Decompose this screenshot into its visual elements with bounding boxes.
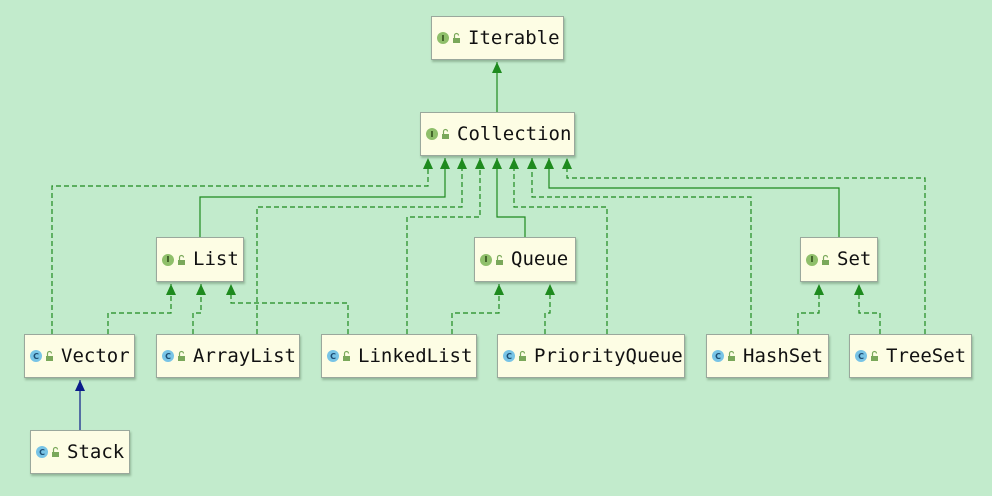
lock-open-icon xyxy=(178,350,185,361)
interface-badge-icon: I xyxy=(437,32,449,44)
arrowhead-icon xyxy=(814,284,824,295)
edge-vector-to-collection xyxy=(51,158,429,334)
lock-open-icon xyxy=(442,128,449,139)
arrowhead-icon xyxy=(492,62,502,73)
arrowhead-icon xyxy=(492,158,502,169)
edge-queue-to-collection xyxy=(496,158,526,237)
class-badge-icon: C xyxy=(30,350,42,362)
node-label: ArrayList xyxy=(193,344,296,367)
interface-badge-icon: I xyxy=(162,253,174,266)
class-badge-icon: C xyxy=(855,350,867,362)
arrowhead-icon xyxy=(196,284,206,295)
node-label: Iterable xyxy=(468,26,560,49)
edge-linkedlist-to-collection xyxy=(406,158,481,334)
class-badge-icon: C xyxy=(327,350,339,362)
node-label: LinkedList xyxy=(358,344,473,367)
lock-open-icon xyxy=(343,350,350,361)
edge-hashset-to-set xyxy=(797,284,820,334)
lock-open-icon xyxy=(871,350,878,361)
node-label: Set xyxy=(837,248,872,270)
arrowhead-icon xyxy=(545,284,555,295)
node-priorityqueue[interactable]: C PriorityQueue xyxy=(497,334,685,378)
lock-open-icon xyxy=(496,254,503,265)
node-iterable[interactable]: I Iterable xyxy=(431,16,564,60)
node-vector[interactable]: C Vector xyxy=(24,334,135,378)
node-label: List xyxy=(193,248,239,270)
arrowhead-icon xyxy=(423,158,433,169)
node-list[interactable]: I List xyxy=(156,237,244,282)
node-label: Vector xyxy=(61,344,130,367)
class-badge-icon: C xyxy=(712,350,724,362)
interface-badge-icon: I xyxy=(806,253,818,266)
arrowhead-icon xyxy=(527,158,537,169)
arrowhead-icon xyxy=(166,284,176,295)
node-label: Queue xyxy=(511,248,569,270)
arrowhead-icon xyxy=(75,380,85,391)
edge-list-to-collection xyxy=(199,158,446,237)
arrowhead-icon xyxy=(544,158,554,169)
node-hashset[interactable]: C HashSet xyxy=(706,334,829,378)
edge-priorityqueue-to-collection xyxy=(513,158,608,334)
arrowhead-icon xyxy=(226,284,236,295)
edge-set-to-collection xyxy=(548,158,840,237)
lock-open-icon xyxy=(822,254,829,265)
node-label: TreeSet xyxy=(886,344,967,367)
edge-priorityqueue-to-queue xyxy=(544,284,551,334)
lock-open-icon xyxy=(453,32,460,43)
lock-open-icon xyxy=(178,254,185,265)
node-queue[interactable]: I Queue xyxy=(474,237,576,282)
class-badge-icon: C xyxy=(162,350,174,362)
arrowhead-icon xyxy=(475,158,485,169)
node-linkedlist[interactable]: C LinkedList xyxy=(321,334,477,378)
edge-vector-to-list xyxy=(107,284,172,334)
lock-open-icon xyxy=(46,350,53,361)
class-badge-icon: C xyxy=(503,350,515,362)
edge-treeset-to-set xyxy=(858,284,881,334)
node-collection[interactable]: I Collection xyxy=(420,112,575,156)
edge-linkedlist-to-list xyxy=(230,284,349,334)
node-set[interactable]: I Set xyxy=(800,237,878,282)
node-stack[interactable]: C Stack xyxy=(30,430,130,474)
class-badge-icon: C xyxy=(36,446,48,458)
arrowhead-icon xyxy=(440,158,450,169)
edge-arraylist-to-list xyxy=(192,284,202,334)
node-label: Collection xyxy=(457,122,572,145)
arrowhead-icon xyxy=(509,158,519,169)
edge-hashset-to-collection xyxy=(531,158,752,334)
arrowhead-icon xyxy=(854,284,864,295)
node-label: HashSet xyxy=(743,344,824,367)
edge-linkedlist-to-queue xyxy=(451,284,500,334)
node-label: PriorityQueue xyxy=(534,344,683,367)
node-treeset[interactable]: C TreeSet xyxy=(849,334,972,378)
lock-open-icon xyxy=(728,350,735,361)
node-label: Stack xyxy=(67,440,125,463)
interface-badge-icon: I xyxy=(480,253,492,266)
arrowhead-icon xyxy=(457,158,467,169)
arrowhead-icon xyxy=(494,284,504,295)
node-arraylist[interactable]: C ArrayList xyxy=(156,334,300,378)
interface-badge-icon: I xyxy=(426,128,438,140)
arrowhead-icon xyxy=(562,158,572,169)
edge-arraylist-to-collection xyxy=(256,158,463,334)
lock-open-icon xyxy=(519,350,526,361)
lock-open-icon xyxy=(52,446,59,457)
